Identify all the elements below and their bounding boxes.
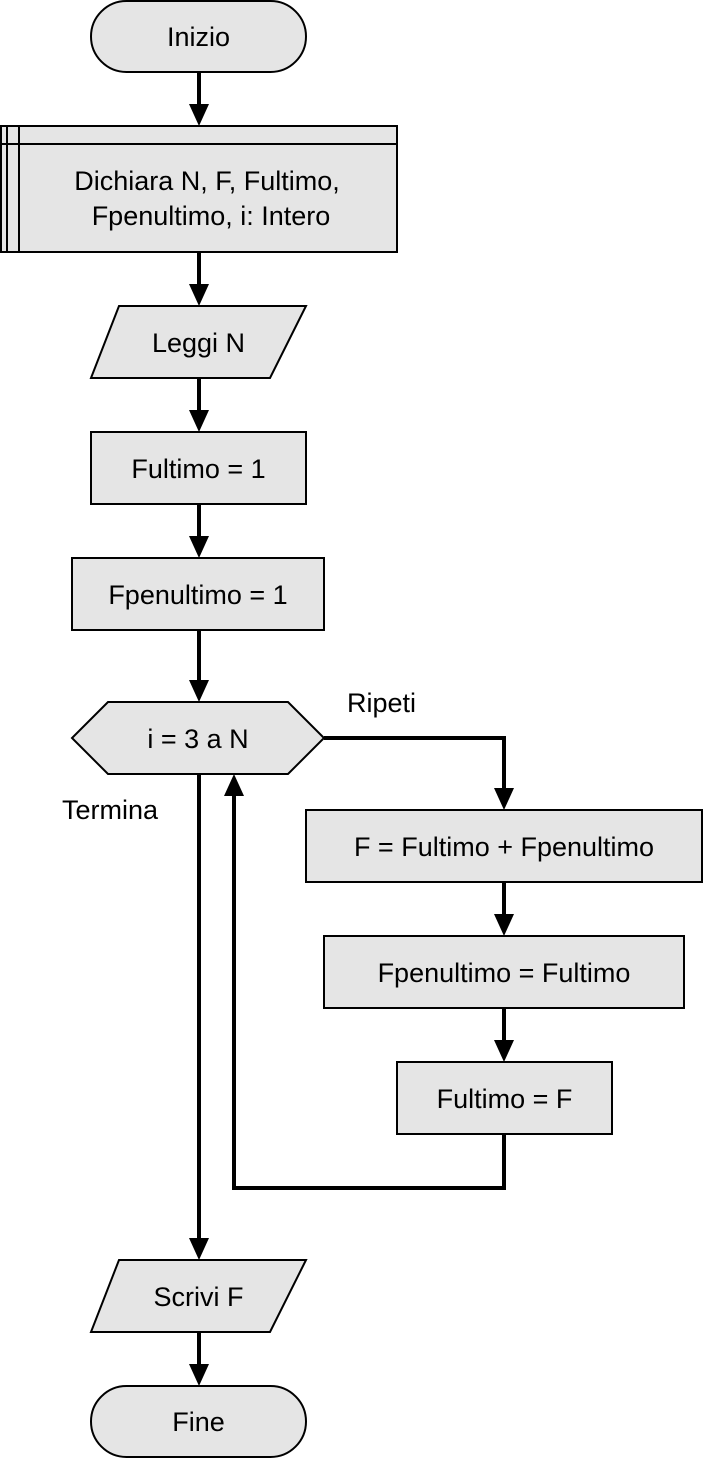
end-label: Fine [172, 1407, 225, 1437]
arrowhead-loop [189, 680, 209, 702]
process-shift-fpenultimo-label: Fpenultimo = Fultimo [378, 958, 631, 988]
process-shift-fultimo: Fultimo = F [396, 1061, 613, 1135]
declaration-shape [0, 125, 398, 253]
process-init-fultimo-label: Fultimo = 1 [131, 454, 265, 484]
end-terminator: Fine [90, 1385, 307, 1458]
process-init-fultimo-shape [90, 431, 307, 505]
process-init-fpenultimo: Fpenultimo = 1 [71, 557, 325, 631]
connector-loop-repeat [324, 736, 506, 792]
process-shift-fultimo-label: Fultimo = F [437, 1084, 573, 1114]
output-write-f: Scrivi F [89, 1259, 308, 1333]
connector-loop-back [232, 792, 506, 1190]
input-read-n-shape [89, 305, 308, 379]
edge-label-repeat: Ripeti [347, 688, 416, 718]
start-label: Inizio [167, 22, 230, 52]
start-shape [90, 0, 307, 73]
declaration-label-line1: Dichiara N, F, Fultimo, [74, 166, 340, 196]
loop-preparation: i = 3 a N [70, 701, 326, 775]
arrowhead-loop-back [224, 774, 244, 796]
input-read-n: Leggi N [89, 305, 308, 379]
output-write-f-label: Scrivi F [154, 1282, 244, 1312]
process-shift-fpenultimo-shape [323, 935, 685, 1009]
loop-label: i = 3 a N [147, 724, 248, 754]
process-shift-fpenultimo: Fpenultimo = Fultimo [323, 935, 685, 1009]
arrowhead-end [189, 1364, 209, 1386]
input-read-n-label: Leggi N [152, 328, 245, 358]
arrowhead-init-fultimo [189, 410, 209, 432]
process-calc-f-label: F = Fultimo + Fpenultimo [354, 832, 654, 862]
process-init-fultimo: Fultimo = 1 [90, 431, 307, 505]
process-calc-f: F = Fultimo + Fpenultimo [305, 809, 703, 883]
output-write-f-shape [89, 1259, 308, 1333]
connectors [189, 72, 514, 1386]
arrowhead-shift-fultimo [494, 1040, 514, 1062]
end-shape [90, 1385, 307, 1458]
process-calc-f-shape [305, 809, 703, 883]
process-init-fpenultimo-shape [71, 557, 325, 631]
start-terminator: Inizio [90, 0, 307, 73]
arrowhead-declare [189, 104, 209, 126]
declaration-label-line2: Fpenultimo, i: Intero [92, 201, 331, 231]
arrowhead-init-fpenultimo [189, 536, 209, 558]
arrowhead-read [189, 284, 209, 306]
arrowhead-shift-fpenultimo [494, 914, 514, 936]
arrowhead-write-f [189, 1238, 209, 1260]
loop-shape [70, 701, 326, 775]
declaration-block: Dichiara N, F, Fultimo, Fpenultimo, i: I… [0, 125, 398, 253]
edge-label-terminate: Termina [62, 795, 159, 825]
process-init-fpenultimo-label: Fpenultimo = 1 [108, 580, 287, 610]
arrowhead-calc-f [494, 788, 514, 810]
process-shift-fultimo-shape [396, 1061, 613, 1135]
